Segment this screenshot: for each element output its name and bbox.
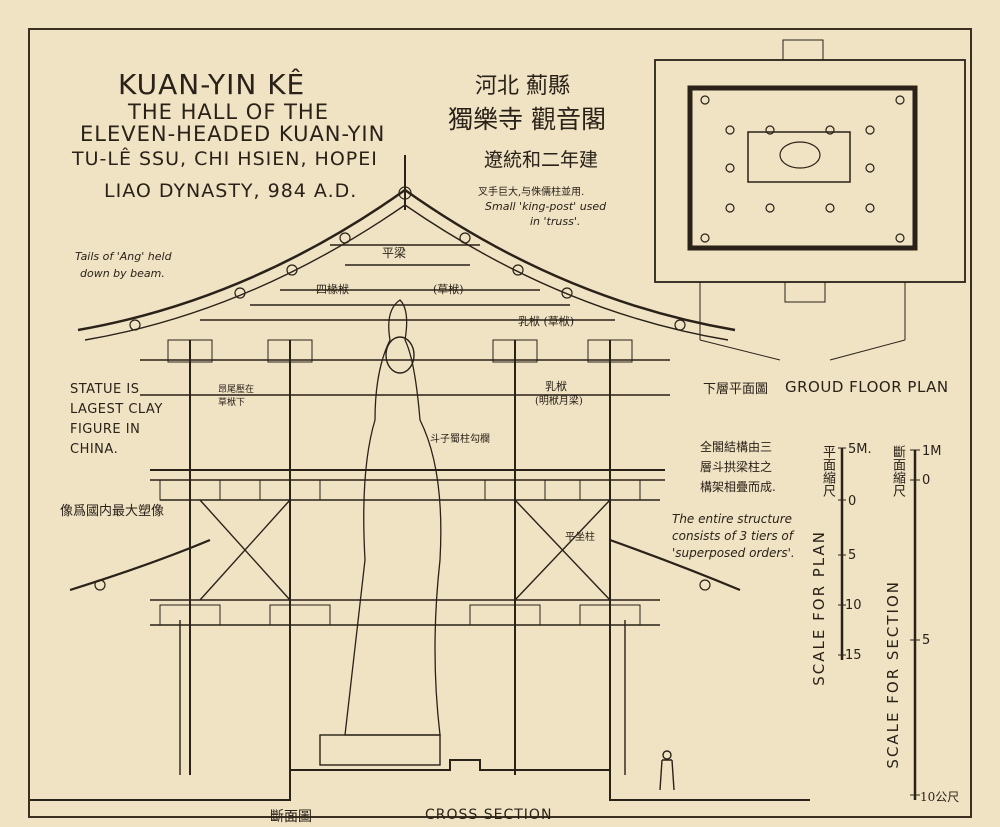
statue-note3: FIGURE IN [70,422,141,437]
section-label: CROSS SECTION [425,807,553,823]
column-label: 斗子蜀柱勾欄 [430,434,490,445]
plan-scale-tick-5: 5 [848,548,857,563]
ru-fu-label: 乳栿 [545,380,567,393]
king-post-cn-note: 叉手巨大,与侏儒柱並用. [478,187,585,198]
beam-right-label: 乳栿 (草栿) [518,315,575,328]
plan-label: GROUD FLOOR PLAN [785,378,949,396]
beam-left-label: 四椽栿 [316,283,349,296]
title-cn-line1: 河北 薊縣 [475,74,570,99]
title-line1: KUAN-YIN KÊ [118,68,306,101]
structure-cn1: 全閣結構由三 [700,440,773,454]
plan-cn-label: 下層平面圖 [703,382,769,397]
ping-zuo-label: 平坐柱 [565,532,595,543]
upper-roof-curve [77,188,736,332]
beam-top-label: 平梁 [382,246,407,260]
structure-note1: The entire structure [672,512,793,526]
statue-pedestal [319,734,441,766]
title-line4: TU-LÊ SSU, CHI HSIEN, HOPEI [72,148,378,170]
structure-cn2: 層斗拱梁柱之 [700,460,773,474]
section-scale-tick-0: 0 [922,473,931,488]
section-scale-unit: 1M [922,444,942,459]
ang-tails-note2: down by beam. [80,267,165,280]
plan-scale-label: SCALE FOR PLAN [810,530,828,686]
statue-cn-note: 像爲國内最大塑像 [60,504,165,519]
king-post-note: Small 'king-post' used [485,200,607,213]
statue-note1: STATUE IS [70,382,140,397]
statue-note2: LAGEST CLAY [70,402,163,417]
structure-note3: 'superposed orders'. [672,546,795,560]
beam-mid-label: (草栿) [433,283,464,296]
title-cn-line2: 獨樂寺 觀音閣 [448,105,606,134]
ru-fu-label2: (明栿月梁) [535,396,583,407]
plan-scale-tick-15: 15 [845,648,862,663]
structure-note2: consists of 3 tiers of [672,529,793,543]
statue-note4: CHINA. [70,442,119,457]
title-line3: ELEVEN-HEADED KUAN-YIN [80,122,386,146]
title-line2: THE HALL OF THE [128,100,329,124]
plan-scale-unit: 5M. [848,442,872,457]
section-scale-label: SCALE FOR SECTION [884,580,902,769]
section-scale-cn: 斷面縮尺 [890,445,905,497]
ang-tails-note1: Tails of 'Ang' held [75,250,172,263]
title-line5: LIAO DYNASTY, 984 A.D. [104,180,358,202]
plan-scale-tick-0: 0 [848,494,857,509]
king-post-note2: in 'truss'. [530,215,581,228]
section-scale-tick-10: 10公尺 [920,790,960,804]
section-scale-tick-5: 5 [922,633,931,648]
plan-scale-tick-10: 10 [845,598,862,613]
section-cn-label: 斷面圖 [270,809,312,825]
ground-floor-plan [654,39,966,361]
drawing-frame [28,28,972,818]
ang-beam-label: 昂尾壓在草栿下 [218,385,255,408]
structure-cn3: 構架相疊而成. [700,480,776,494]
title-cn-line3: 遼統和二年建 [484,149,599,171]
plan-scale-cn: 平面縮尺 [820,445,835,497]
scales [838,447,920,800]
statue-outline [344,299,442,736]
